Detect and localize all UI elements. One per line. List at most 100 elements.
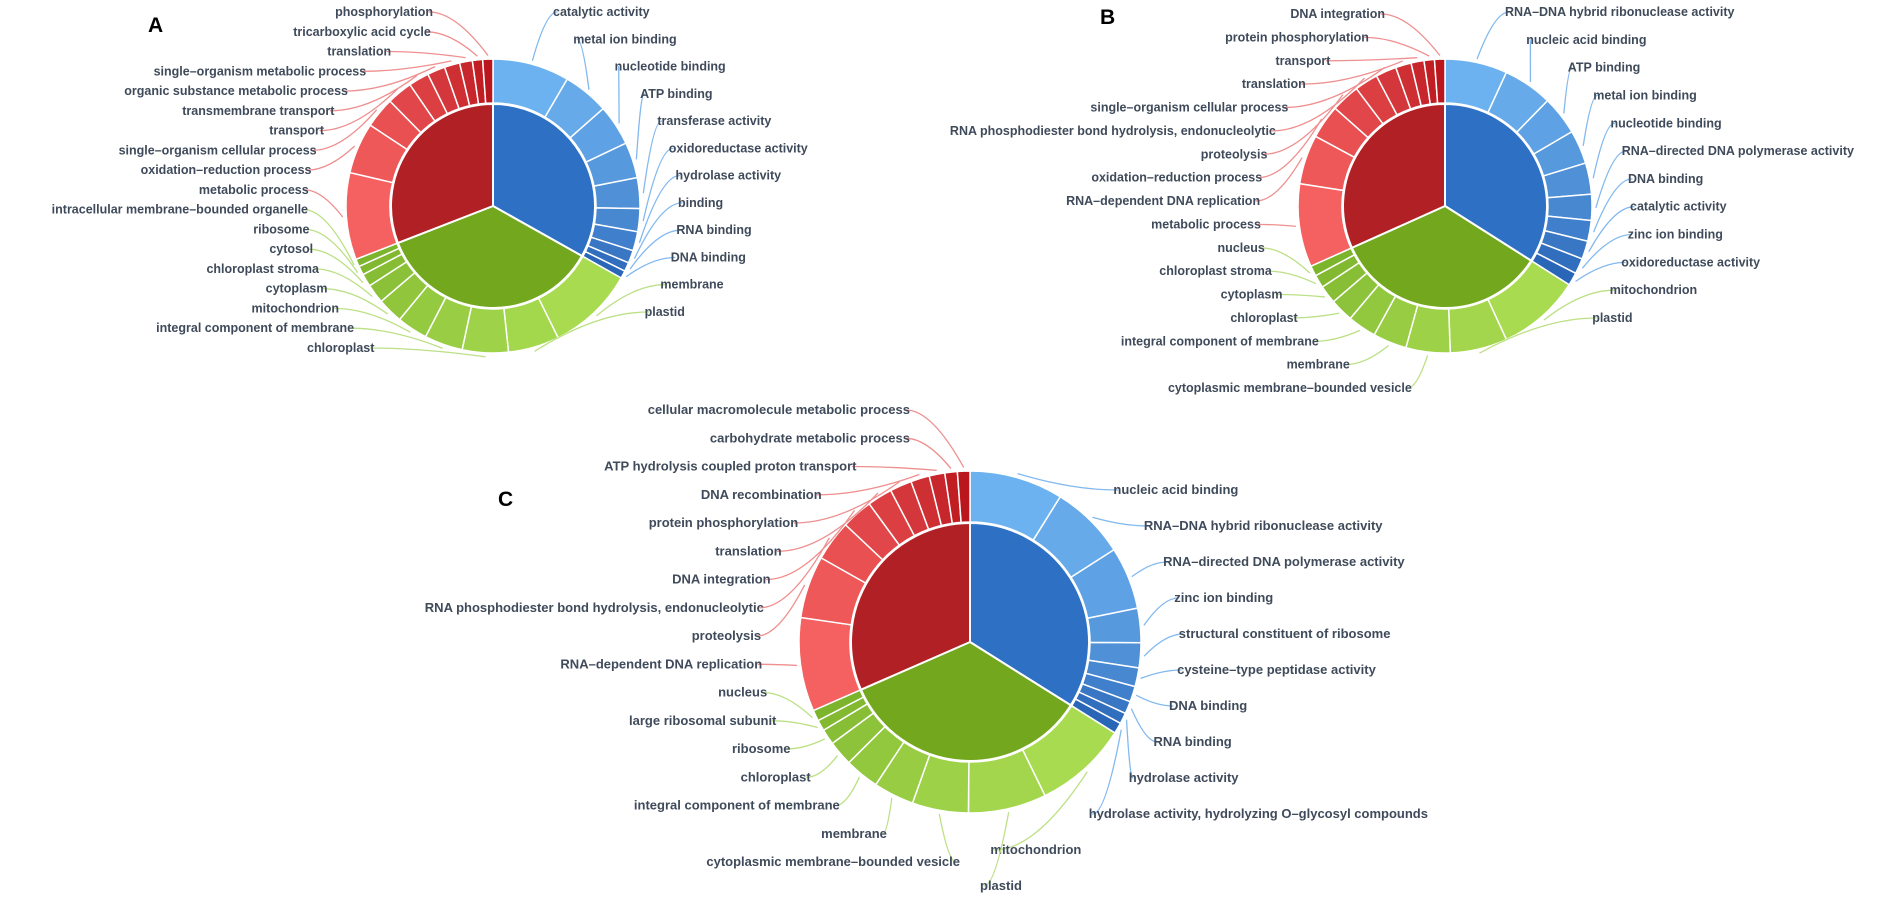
slice-label: nucleus <box>718 685 767 700</box>
slice-label: metabolic process <box>199 183 309 197</box>
slice-label: hydrolase activity, hydrolyzing O–glycos… <box>1089 806 1428 821</box>
slice-label: structural constituent of ribosome <box>1179 626 1391 641</box>
sunburst-segment <box>956 470 971 524</box>
panel-letter-c: C <box>498 488 514 511</box>
panel-letter-b: B <box>1100 6 1116 29</box>
leader-line <box>1017 473 1119 491</box>
slice-label: single–organism cellular process <box>119 143 317 157</box>
inner-wedge-red <box>1342 103 1446 249</box>
slice-label: protein phosphorylation <box>649 515 799 530</box>
leader-line <box>304 228 358 273</box>
slice-label: oxidation–reduction process <box>1091 171 1262 185</box>
leader-line <box>634 202 683 259</box>
slice-label: transport <box>269 124 325 138</box>
leader-line <box>983 812 1010 887</box>
slice-label: carbohydrate metabolic process <box>710 430 910 445</box>
slice-label: nucleotide binding <box>615 60 726 74</box>
slice-label: ATP hydrolysis coupled proton transport <box>604 459 857 474</box>
slice-label: chloroplast <box>1230 311 1298 325</box>
slice-label: chloroplast stroma <box>206 262 320 276</box>
leader-line <box>806 755 838 778</box>
leader-line <box>306 145 355 171</box>
slice-label: cytosol <box>269 242 313 256</box>
leader-line <box>1143 597 1179 626</box>
slice-label: integral component of membrane <box>634 798 840 813</box>
leader-line <box>882 797 893 835</box>
leader-line <box>1131 561 1168 577</box>
inner-wedge-green <box>396 205 583 309</box>
slice-label: DNA recombination <box>701 487 822 502</box>
slice-label: ATP binding <box>640 87 712 101</box>
slice-label: cysteine–type peptidase activity <box>1177 662 1376 677</box>
slice-label: chloroplast <box>307 341 375 355</box>
slice-label: transferase activity <box>657 114 771 128</box>
leader-line <box>905 437 952 469</box>
slice-label: RNA–dependent DNA replication <box>560 656 762 671</box>
slice-label: hydrolase activity <box>1129 770 1240 785</box>
slice-label: ribosome <box>253 222 309 236</box>
leader-line <box>1314 329 1361 342</box>
slice-label: translation <box>715 543 782 558</box>
slice-label: oxidoreductase activity <box>669 141 808 155</box>
leader-line <box>762 691 813 718</box>
leader-line <box>629 229 682 270</box>
leader-line <box>308 248 364 283</box>
leader-line <box>1092 729 1122 815</box>
leader-line <box>765 510 855 581</box>
leader-line <box>428 11 489 56</box>
sunburst-segment <box>345 171 398 261</box>
slice-label: translation <box>327 45 391 59</box>
leader-line <box>1563 66 1573 114</box>
slice-label: cytoplasmic membrane–bounded vesicle <box>706 854 960 869</box>
leader-line <box>314 268 373 297</box>
slice-label: hydrolase activity <box>676 169 782 183</box>
leader-line <box>642 147 674 222</box>
leader-line <box>1479 317 1597 354</box>
inner-wedge-green <box>1350 205 1533 309</box>
slice-label: nucleotide binding <box>1611 116 1722 130</box>
leader-line <box>1135 694 1174 707</box>
slice-label: mitochondrion <box>1610 283 1698 297</box>
slice-label: membrane <box>821 826 887 841</box>
slice-label: catalytic activity <box>553 5 650 19</box>
slice-label: oxidation–reduction process <box>141 163 312 177</box>
slice-label: catalytic activity <box>1630 200 1727 214</box>
leader-line <box>343 66 436 92</box>
slice-label: zinc ion binding <box>1628 228 1723 242</box>
leader-line <box>851 465 937 471</box>
leader-line <box>1592 122 1616 179</box>
slice-label: tricarboxylic acid cycle <box>293 25 431 39</box>
leader-line <box>576 38 590 91</box>
leader-line <box>304 189 344 218</box>
slice-label: membrane <box>660 278 723 292</box>
leader-line <box>1143 633 1184 657</box>
leader-line <box>334 307 411 333</box>
leader-line <box>1301 60 1403 85</box>
slice-label: single–organism cellular process <box>1090 101 1288 115</box>
slice-label: ribosome <box>732 741 791 756</box>
slice-label: nucleus <box>1218 241 1265 255</box>
slice-label: transport <box>1276 54 1332 68</box>
leader-line <box>349 327 443 349</box>
leader-line <box>1476 11 1510 60</box>
slice-label: chloroplast <box>741 769 812 784</box>
slice-label: phosphorylation <box>335 5 433 19</box>
slice-label: metal ion binding <box>573 32 676 46</box>
slice-label: DNA binding <box>1169 698 1247 713</box>
sunburst-chart-a: phosphorylation tricarboxylic acid cycle t… <box>52 5 808 358</box>
slice-label: RNA–DNA hybrid ribonuclease activity <box>1144 518 1383 533</box>
slice-label: DNA binding <box>671 251 746 265</box>
slice-label: cellular macromolecule metabolic process <box>648 402 910 417</box>
leader-line <box>1293 312 1340 319</box>
leader-line <box>369 347 486 358</box>
leader-line <box>625 256 676 278</box>
slice-label: chloroplast stroma <box>1159 264 1273 278</box>
slice-label: cytoplasm <box>266 282 328 296</box>
slice-label: cytoplasm <box>1221 288 1283 302</box>
sunburst-chart-c: cellular macromolecule metabolic process… <box>425 402 1428 893</box>
leader-line <box>835 776 860 807</box>
leader-line <box>642 120 663 194</box>
